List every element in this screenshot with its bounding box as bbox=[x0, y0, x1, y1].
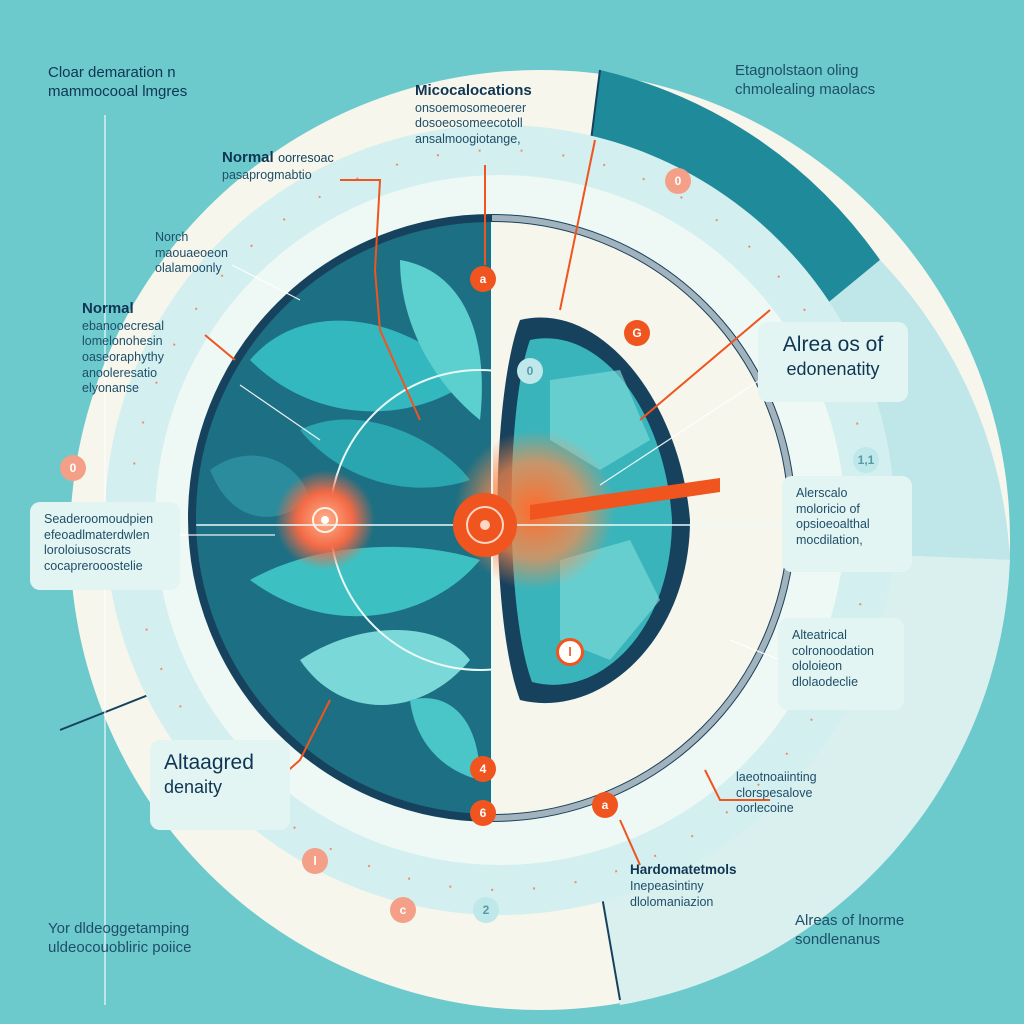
orange-beam bbox=[530, 478, 720, 520]
label-bottom-right: Alreas of lnorme sondlenanus bbox=[795, 912, 905, 948]
lobe-1 bbox=[250, 320, 470, 412]
lobe-3 bbox=[300, 419, 470, 488]
label-normal-upper: Normal oorresoac pasaprogmabtio bbox=[222, 149, 334, 182]
marker-top-center[interactable]: a bbox=[470, 266, 496, 292]
card-right-mid: Alerscalo moloricio of opsioeoalthal moc… bbox=[782, 476, 912, 572]
label-norch: Norch maouaeoeon olalamoonly bbox=[155, 230, 228, 276]
lobe-5 bbox=[300, 630, 470, 705]
marker-center-bottom-2[interactable]: 6 bbox=[470, 800, 496, 826]
card-left-mid: Seaderoomoudpien efeoadlmaterdwlen lorol… bbox=[30, 502, 180, 590]
leader-lines bbox=[204, 139, 771, 866]
card-area-edonenatity: Alrea os of edonenatity bbox=[758, 322, 908, 402]
marker-bottom-left-1[interactable]: l bbox=[302, 848, 328, 874]
marker-right-far[interactable]: 1,1 bbox=[853, 447, 879, 473]
marker-far-top-right[interactable]: 0 bbox=[665, 168, 691, 194]
card-right-lower: Alteatrical colronoodation ololoieon dlo… bbox=[778, 618, 904, 710]
marker-right-top[interactable]: G bbox=[624, 320, 650, 346]
label-top-center: Micocalocations onsoemosomeoerer dosoeos… bbox=[415, 82, 532, 146]
marker-lower-center[interactable]: l bbox=[556, 638, 584, 666]
hotspot-dot bbox=[321, 516, 329, 524]
label-bottom-left: Yor dldeoggetamping uldeocouobliric poii… bbox=[48, 920, 192, 956]
marker-bottom-right[interactable]: a bbox=[592, 792, 618, 818]
label-hardomat: Hardomatetmols Inepeasintiny dlolomaniaz… bbox=[630, 862, 737, 909]
marker-left-inner[interactable]: 0 bbox=[517, 358, 543, 384]
card-altaagred-density: Altaagred denaity bbox=[150, 740, 290, 830]
hotspot-rings bbox=[312, 507, 338, 533]
marker-center-bottom-1[interactable]: 4 bbox=[470, 756, 496, 782]
marker-bottom-center[interactable]: 2 bbox=[473, 897, 499, 923]
label-lower-right-small: laeotnoaiinting clorspesalove oorlecoine bbox=[736, 770, 817, 816]
lobe-7 bbox=[410, 698, 480, 780]
center-target-ring bbox=[466, 506, 504, 544]
marker-bottom-left-2[interactable]: c bbox=[390, 897, 416, 923]
center-target-dot bbox=[480, 520, 490, 530]
label-top-left: Cloar demaration n mammocooal lmgres bbox=[48, 64, 188, 100]
lobe-2 bbox=[400, 260, 482, 420]
card-normal-left: Normal ebanooecresal lomelonohesin oaseo… bbox=[82, 300, 165, 396]
label-top-right: Etagnolstaon oling chmolealing maolacs bbox=[735, 62, 876, 98]
marker-left-outer[interactable]: 0 bbox=[60, 455, 86, 481]
